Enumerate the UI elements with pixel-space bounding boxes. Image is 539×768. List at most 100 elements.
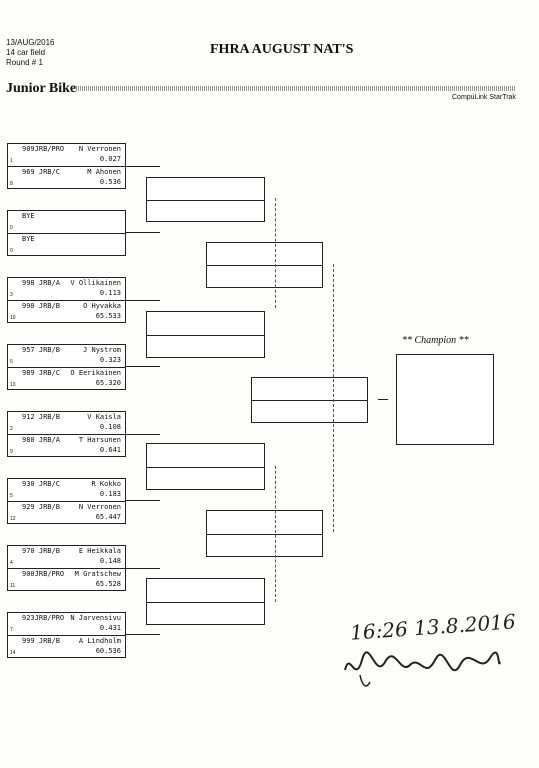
lane-number: 4 bbox=[10, 560, 13, 566]
round3-box-2 bbox=[206, 510, 323, 557]
racer-name: J Nystrom bbox=[83, 346, 121, 354]
lane-bottom: 900JRB/PRO M Gratschew 65.528 11 bbox=[8, 568, 125, 591]
racer-name: E Heikkala bbox=[78, 547, 121, 555]
lane-number: 11 bbox=[10, 583, 16, 589]
connector bbox=[125, 434, 160, 435]
connector bbox=[275, 466, 276, 602]
reaction-time: 0.027 bbox=[99, 155, 121, 163]
connector bbox=[125, 568, 160, 569]
connector bbox=[378, 399, 388, 400]
header-round: Round # 1 bbox=[6, 58, 43, 67]
reaction-time: 0.108 bbox=[99, 423, 121, 431]
champion-box bbox=[396, 354, 494, 445]
reaction-time: 0.536 bbox=[99, 178, 121, 186]
system-label: CompuLink StarTrak bbox=[452, 94, 516, 101]
lane-dial: BYE bbox=[22, 212, 35, 220]
lane-dial: 998 JRB/A bbox=[22, 279, 60, 287]
lane-number: 1 bbox=[10, 158, 13, 164]
racer-name: O Eerikainen bbox=[70, 369, 121, 377]
header-field: 14 car field bbox=[6, 48, 46, 57]
lane-top: 912 JRB/B V Kaisla 0.108 2 bbox=[8, 412, 125, 434]
connector bbox=[125, 634, 160, 635]
connector bbox=[125, 366, 160, 367]
lane-top: BYE 0 bbox=[8, 211, 125, 233]
round2-box-3 bbox=[146, 443, 265, 490]
racer-name: A Lindholm bbox=[78, 637, 121, 645]
lane-dial: 980 JRB/A bbox=[22, 436, 60, 444]
racer-name: M Ahonen bbox=[87, 168, 121, 176]
pair-box: 970 JRB/B E Heikkala 0.148 4 900JRB/PRO M Gra… bbox=[7, 545, 126, 591]
lane-number: 3 bbox=[10, 292, 13, 298]
racer-name: N Jarvensivu bbox=[70, 614, 121, 622]
round2-box-1 bbox=[146, 177, 265, 222]
lane-dial: 900JRB/PRO bbox=[22, 570, 65, 578]
racer-name: M Gratschew bbox=[74, 570, 121, 578]
reaction-time: 65.533 bbox=[95, 312, 121, 320]
lane-number: 2 bbox=[10, 426, 13, 432]
reaction-time: 60.536 bbox=[95, 647, 121, 655]
reaction-time: 65.447 bbox=[95, 513, 121, 521]
lane-number: 12 bbox=[10, 516, 16, 522]
connector bbox=[125, 300, 160, 301]
champion-label: ** Champion ** bbox=[402, 335, 469, 346]
reaction-time: 0.431 bbox=[99, 624, 121, 632]
pair-box: 923JRB/PRO N Jarvensivu 0.431 7 999 JRB/B A L… bbox=[7, 612, 126, 658]
header-date: 13/AUG/2016 bbox=[6, 38, 55, 47]
reaction-time: 0.148 bbox=[99, 557, 121, 565]
lane-number: 8 bbox=[10, 181, 13, 187]
connector bbox=[275, 198, 276, 308]
lane-number: 7 bbox=[10, 627, 13, 633]
round2-box-4 bbox=[146, 578, 265, 625]
lane-dial: 957 JRB/B bbox=[22, 346, 60, 354]
connector bbox=[125, 166, 160, 167]
reaction-time: 65.528 bbox=[95, 580, 121, 588]
lane-top: 970 JRB/B E Heikkala 0.148 4 bbox=[8, 546, 125, 568]
reaction-time: 0.113 bbox=[99, 289, 121, 297]
lane-bottom: 999 JRB/B A Lindholm 60.536 14 bbox=[8, 635, 125, 658]
final-box bbox=[251, 377, 368, 423]
lane-dial: 923JRB/PRO bbox=[22, 614, 65, 622]
lane-number: 6 bbox=[10, 359, 13, 365]
round3-box-1 bbox=[206, 242, 323, 288]
connector bbox=[125, 232, 160, 233]
connector bbox=[333, 264, 334, 532]
connector bbox=[125, 500, 160, 501]
lane-top: 923JRB/PRO N Jarvensivu 0.431 7 bbox=[8, 613, 125, 635]
lane-dial: BYE bbox=[22, 235, 35, 243]
racer-name: O Hyvakka bbox=[83, 302, 121, 310]
lane-dial: 970 JRB/B bbox=[22, 547, 60, 555]
lane-dial: 999 JRB/B bbox=[22, 637, 60, 645]
lane-number: 13 bbox=[10, 382, 16, 388]
lane-dial: 909JRB/PRO bbox=[22, 145, 65, 153]
lane-dial: 912 JRB/B bbox=[22, 413, 60, 421]
event-title: FHRA AUGUST NAT'S bbox=[210, 42, 354, 57]
lane-top: 998 JRB/A V Ollikainen 0.113 3 bbox=[8, 278, 125, 300]
lane-number: 9 bbox=[10, 449, 13, 455]
round2-box-2 bbox=[146, 311, 265, 358]
lane-dial: 929 JRB/B bbox=[22, 503, 60, 511]
lane-bottom: 929 JRB/B N Verronen 65.447 12 bbox=[8, 501, 125, 524]
signature-icon bbox=[344, 651, 501, 687]
racer-name: V Ollikainen bbox=[70, 279, 121, 287]
racer-name: N Verronen bbox=[78, 503, 121, 511]
lane-number: 14 bbox=[10, 650, 16, 656]
lane-number: 0 bbox=[10, 225, 13, 231]
title-rule bbox=[76, 86, 515, 91]
reaction-time: 0.641 bbox=[99, 446, 121, 454]
reaction-time: 65.320 bbox=[95, 379, 121, 387]
lane-dial: 930 JRB/C bbox=[22, 480, 60, 488]
racer-name: V Kaisla bbox=[87, 413, 121, 421]
lane-number: 5 bbox=[10, 493, 13, 499]
reaction-time: 0.323 bbox=[99, 356, 121, 364]
